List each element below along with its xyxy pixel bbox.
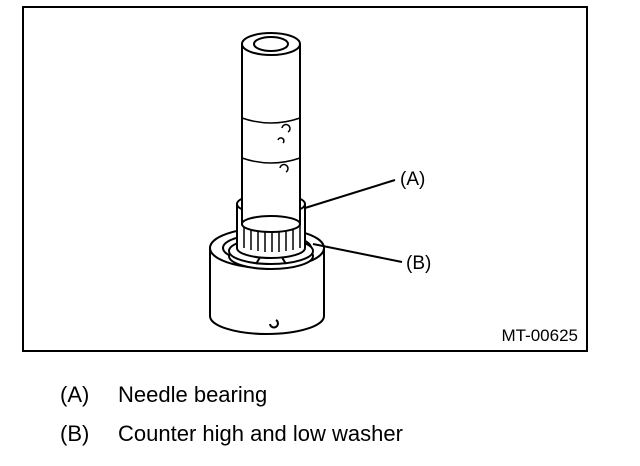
shaft <box>241 32 301 233</box>
legend-key: (A) <box>60 382 90 407</box>
callout-b: (B) <box>406 253 432 274</box>
legend-item-b: (B) Counter high and low washer <box>60 423 403 445</box>
legend-item-a: (A) Needle bearing <box>60 384 267 406</box>
shaft-assembly-illustration <box>209 32 403 335</box>
figure-frame: (A) (B) MT-00625 <box>22 6 588 352</box>
leader-line-a <box>304 179 396 209</box>
legend-text: Counter high and low washer <box>118 421 403 446</box>
callout-a: (A) <box>400 169 426 190</box>
figure-code: MT-00625 <box>501 326 578 345</box>
leader-line-b <box>312 243 403 263</box>
legend-key: (B) <box>60 421 90 446</box>
legend-text: Needle bearing <box>118 382 268 407</box>
